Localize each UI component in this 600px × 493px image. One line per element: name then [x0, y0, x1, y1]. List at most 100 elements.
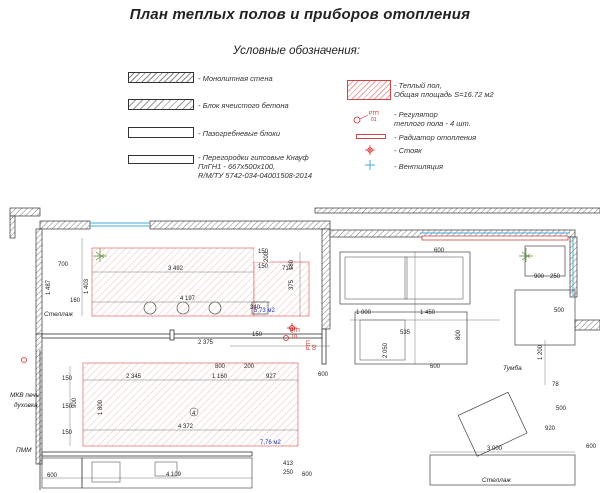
cabinets — [41, 301, 269, 489]
warm-floor-swatch — [347, 80, 391, 100]
label-mkv: МКВ печь — [10, 392, 40, 399]
dim-900b: 900 — [534, 274, 545, 280]
label-stellazh-1: Стеллаж — [44, 311, 73, 318]
dim-1800: 1 800 — [98, 399, 104, 415]
regulator-icon: РТП 01 — [353, 111, 379, 124]
dim-4109: 4 109 — [166, 472, 182, 478]
dim-700: 700 — [58, 262, 69, 268]
dim-800: 800 — [215, 364, 226, 370]
dim-78: 78 — [552, 382, 559, 388]
area-zone-2: 7,76 м2 — [260, 440, 281, 446]
dim-600d: 600 — [586, 444, 597, 450]
dim-3492: 3 492 — [168, 266, 184, 272]
dimension-texts: 700 3 492 150 150 710 1 487 1 403 160 4 … — [46, 248, 597, 479]
dim-160: 160 — [70, 298, 81, 304]
dim-200a: 200 — [264, 251, 270, 262]
dimension-lines — [42, 238, 575, 479]
regulator-tags: РТП 01 РТП 02 — [283, 328, 318, 350]
dim-2345: 2 345 — [126, 374, 142, 380]
dim-1450: 1 450 — [420, 310, 436, 316]
area-zone-1: 5,73 м2 — [254, 308, 275, 314]
label-pmm: ПММ — [16, 447, 32, 454]
label-stellazh-2: Стеллаж — [482, 477, 511, 484]
gypsum-partition-swatch — [128, 155, 194, 164]
dim-600f: 600 — [302, 472, 313, 478]
dim-180: 180 — [289, 259, 295, 270]
dim-710: 710 — [282, 266, 293, 272]
legend-label-groove: - Пазогребневые блоки — [198, 129, 281, 138]
dim-3000: 3 000 — [487, 446, 503, 452]
legend-regulator-code: РТП — [369, 111, 379, 117]
legend-label-riser: - Стояк — [394, 146, 422, 155]
reg-num-2: 02 — [312, 344, 318, 350]
dim-413: 413 — [283, 461, 294, 467]
plant-icons — [93, 248, 533, 262]
dim-250: 250 — [550, 274, 561, 280]
floor-plan: РТП 01 РТП 02 700 3 492 150 150 710 1 48… — [9, 207, 600, 490]
dim-900a: 900 — [72, 397, 78, 408]
legend-label-aerated: - Блок ячеистого бетона — [198, 101, 289, 110]
legend-label-radiator: - Радиатор отопления — [394, 133, 477, 142]
dim-600e: 600 — [47, 473, 58, 479]
dim-600c: 600 — [430, 364, 441, 370]
warm-floor-zone-2 — [82, 362, 299, 447]
dim-600b: 600 — [434, 248, 445, 254]
dim-1160: 1 160 — [212, 374, 228, 380]
dim-150f: 150 — [62, 430, 73, 436]
reg-num-1: 01 — [292, 334, 298, 340]
legend-label-vent: - Вентиляция — [394, 162, 444, 171]
dim-150c: 150 — [252, 332, 263, 338]
dim-500b: 500 — [556, 406, 567, 412]
groove-block-swatch — [128, 127, 194, 138]
windows — [90, 222, 574, 297]
dim-4197: 4 197 — [180, 296, 196, 302]
legend-warm-floor-line-2: Общая площадь S=16.72 м2 — [394, 90, 494, 99]
reg-code-1: РТП — [290, 328, 300, 334]
dim-800b: 800 — [456, 329, 462, 340]
warm-floor-zone-1 — [91, 247, 310, 317]
dim-2050: 2 050 — [383, 342, 389, 358]
riser-marks — [21, 323, 297, 363]
radiator-swatch — [356, 134, 386, 139]
dim-375: 375 — [289, 279, 295, 290]
dim-150b: 150 — [258, 264, 269, 270]
legend-regulator-line-1: - Регулятор — [394, 110, 438, 119]
room-number: 4 — [192, 411, 196, 417]
legend-gypsum-line-1: - Перегородки гипсовые Кнауф — [198, 153, 309, 162]
dim-535: 535 — [400, 330, 411, 336]
dim-2375: 2 375 — [198, 340, 214, 346]
dim-150a: 150 — [258, 249, 269, 255]
legend-label-gypsum: - Перегородки гипсовые Кнауф ПлГН1 - 667… — [198, 153, 312, 180]
legend-gypsum-line-2: ПлГН1 - 667х500х100, — [198, 162, 276, 171]
legend-warm-floor-line-1: - Теплый пол, — [394, 81, 442, 90]
legend-gypsum-line-3: R/M/TУ 5742-034-04001508-2014 — [198, 171, 313, 180]
dim-1200: 1 200 — [538, 344, 544, 360]
aerated-block-swatch — [128, 99, 194, 110]
riser-icon — [365, 145, 375, 155]
legend-regulator-num: 01 — [371, 117, 377, 123]
dim-1403: 1 403 — [84, 278, 90, 294]
radiators — [421, 235, 569, 241]
partitions — [39, 328, 327, 490]
dim-340: 340 — [250, 305, 261, 311]
vent-icon — [365, 160, 375, 170]
legend-label-regulator: - Регулятор теплого пола - 4 шт. — [394, 110, 471, 128]
legend-label-monolith: - Монолитная стена — [198, 74, 273, 83]
dim-920: 920 — [545, 426, 556, 432]
dim-150e: 150 — [62, 404, 73, 410]
dim-200b: 200 — [244, 364, 255, 370]
furniture-living — [339, 245, 576, 486]
legend-label-warm-floor: - Теплый пол, Общая площадь S=16.72 м2 — [394, 81, 494, 99]
label-tumba: Тумба — [503, 364, 522, 372]
page-title: План теплых полов и приборов отопления — [129, 6, 471, 23]
dim-1000: 1 000 — [356, 310, 372, 316]
label-dukhovka: духовка — [14, 401, 38, 409]
dim-1487: 1 487 — [46, 279, 52, 295]
legend-regulator-line-2: теплого пола - 4 шт. — [394, 119, 471, 128]
dim-4372: 4 372 — [178, 424, 194, 430]
dim-927: 927 — [266, 374, 277, 380]
dim-150d: 150 — [62, 376, 73, 382]
dim-600a: 600 — [318, 372, 329, 378]
legend-heading: Условные обозначения: — [233, 45, 360, 57]
dim-250b: 250 — [283, 470, 294, 476]
